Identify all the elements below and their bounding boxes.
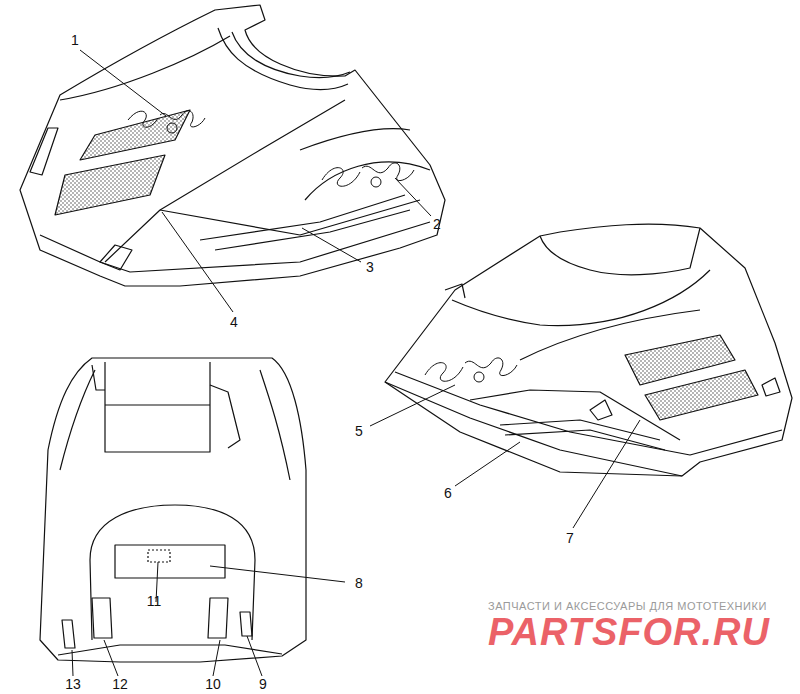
callout-number: 8 bbox=[355, 575, 363, 591]
callout-number: 6 bbox=[444, 485, 452, 501]
callout-number: 12 bbox=[112, 676, 128, 692]
callout-number: 11 bbox=[147, 593, 162, 609]
callout-number: 1 bbox=[71, 32, 79, 48]
watermark: PARTSFOR.RU bbox=[488, 612, 770, 652]
callout-number: 5 bbox=[355, 423, 363, 439]
callout-number: 2 bbox=[433, 216, 441, 232]
callout-number: 3 bbox=[366, 259, 374, 275]
callout-number: 7 bbox=[566, 530, 574, 546]
callout-number: 9 bbox=[259, 676, 267, 692]
callout-number: 10 bbox=[205, 676, 221, 692]
callout-number: 4 bbox=[230, 314, 238, 330]
callout-number: 13 bbox=[65, 676, 81, 692]
